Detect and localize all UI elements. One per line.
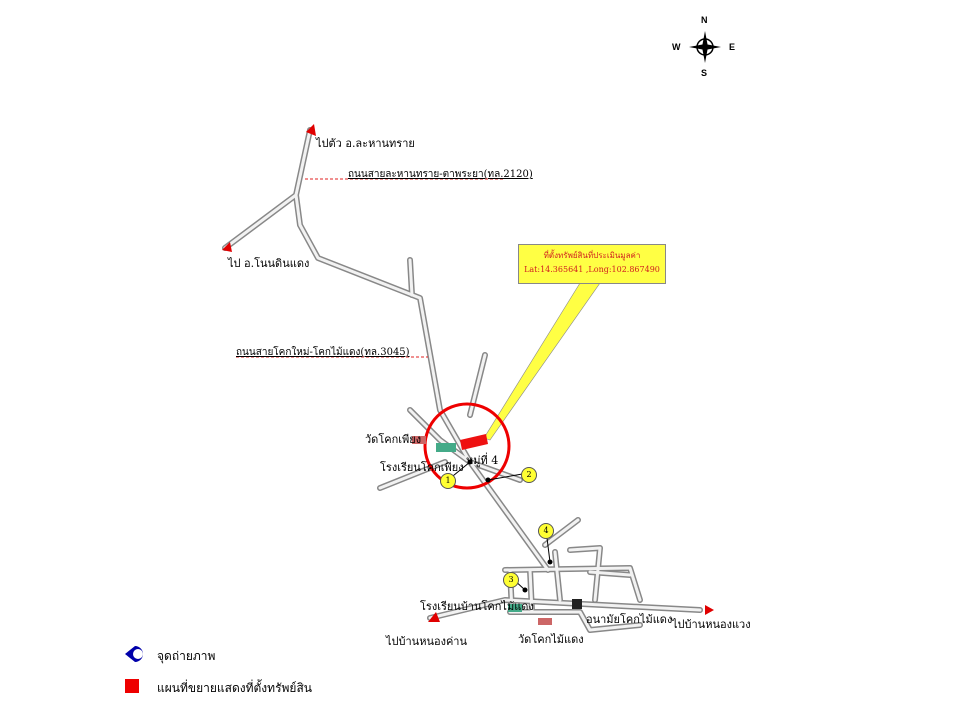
compass-n: N [701, 15, 708, 25]
health-station-icon [572, 599, 582, 609]
arrow-north [306, 124, 316, 136]
label-to-non-din-daeng: ไป อ.โนนดินแดง [228, 257, 310, 270]
label-wat-khok-phiang: วัดโคกเพียง [365, 433, 422, 446]
direction-arrows [222, 124, 714, 622]
legend-property-icon [125, 679, 139, 693]
legend-photo-point-label: จุดถ่ายภาพ [157, 649, 216, 663]
photo-point-3: 3 [503, 572, 519, 588]
label-school-ban-khok-mai-daeng: โรงเรียนบ้านโคกไม้แดง [420, 600, 534, 613]
school-khok-phiang-icon [436, 443, 456, 452]
label-to-lahan-sai: ไปตัว อ.ละหานทราย [316, 137, 415, 150]
compass-s: S [701, 68, 708, 78]
compass-w: W [672, 42, 681, 52]
property-circle [423, 402, 511, 490]
photo-point-2: 2 [521, 467, 537, 483]
arrow-east [705, 605, 714, 615]
photo-point-4: 4 [538, 523, 554, 539]
school-ban-icon [508, 604, 522, 612]
label-school-khok-phiang: โรงเรียนโคกเพียง [380, 461, 464, 474]
property-parcel [460, 434, 488, 450]
label-road-2120: ถนนสายละหานทราย-ตาพระยา(ทล.2120) [348, 169, 533, 180]
legend-property-label: แผนที่ขยายแสดงที่ตั้งทรัพย์สิน [157, 681, 312, 695]
label-moo4: หมู่ที่ 4 [466, 454, 499, 467]
wat-khok-phiang-icon [412, 436, 426, 444]
callout-coords: Lat:14.365641 ,Long:102.867490 [524, 265, 660, 274]
property-callout: ที่ตั้งทรัพย์สินที่ประเมินมูลค่า Lat:14.… [518, 244, 666, 284]
arrow-southwest [428, 612, 440, 622]
label-health-station: อนามัยโคกไม้แดง [586, 613, 673, 626]
label-to-nong-waeng: ไปบ้านหนองแวง [672, 618, 751, 631]
arrow-west [222, 242, 232, 252]
compass-e: E [729, 42, 736, 52]
photo-point-1: 1 [440, 473, 456, 489]
callout-pointer [483, 282, 601, 441]
compass-icon [689, 31, 721, 63]
callout-title: ที่ตั้งทรัพย์สินที่ประเมินมูลค่า [543, 251, 641, 260]
wat-khok-mai-daeng-icon [538, 618, 552, 625]
label-to-nong-khan: ไปบ้านหนองค่าน [386, 635, 467, 648]
label-wat-khok-mai-daeng: วัดโคกไม้แดง [518, 633, 584, 646]
label-road-3045: ถนนสายโคกใหม่-โคกไม้แดง(ทล.3045) [236, 347, 410, 358]
